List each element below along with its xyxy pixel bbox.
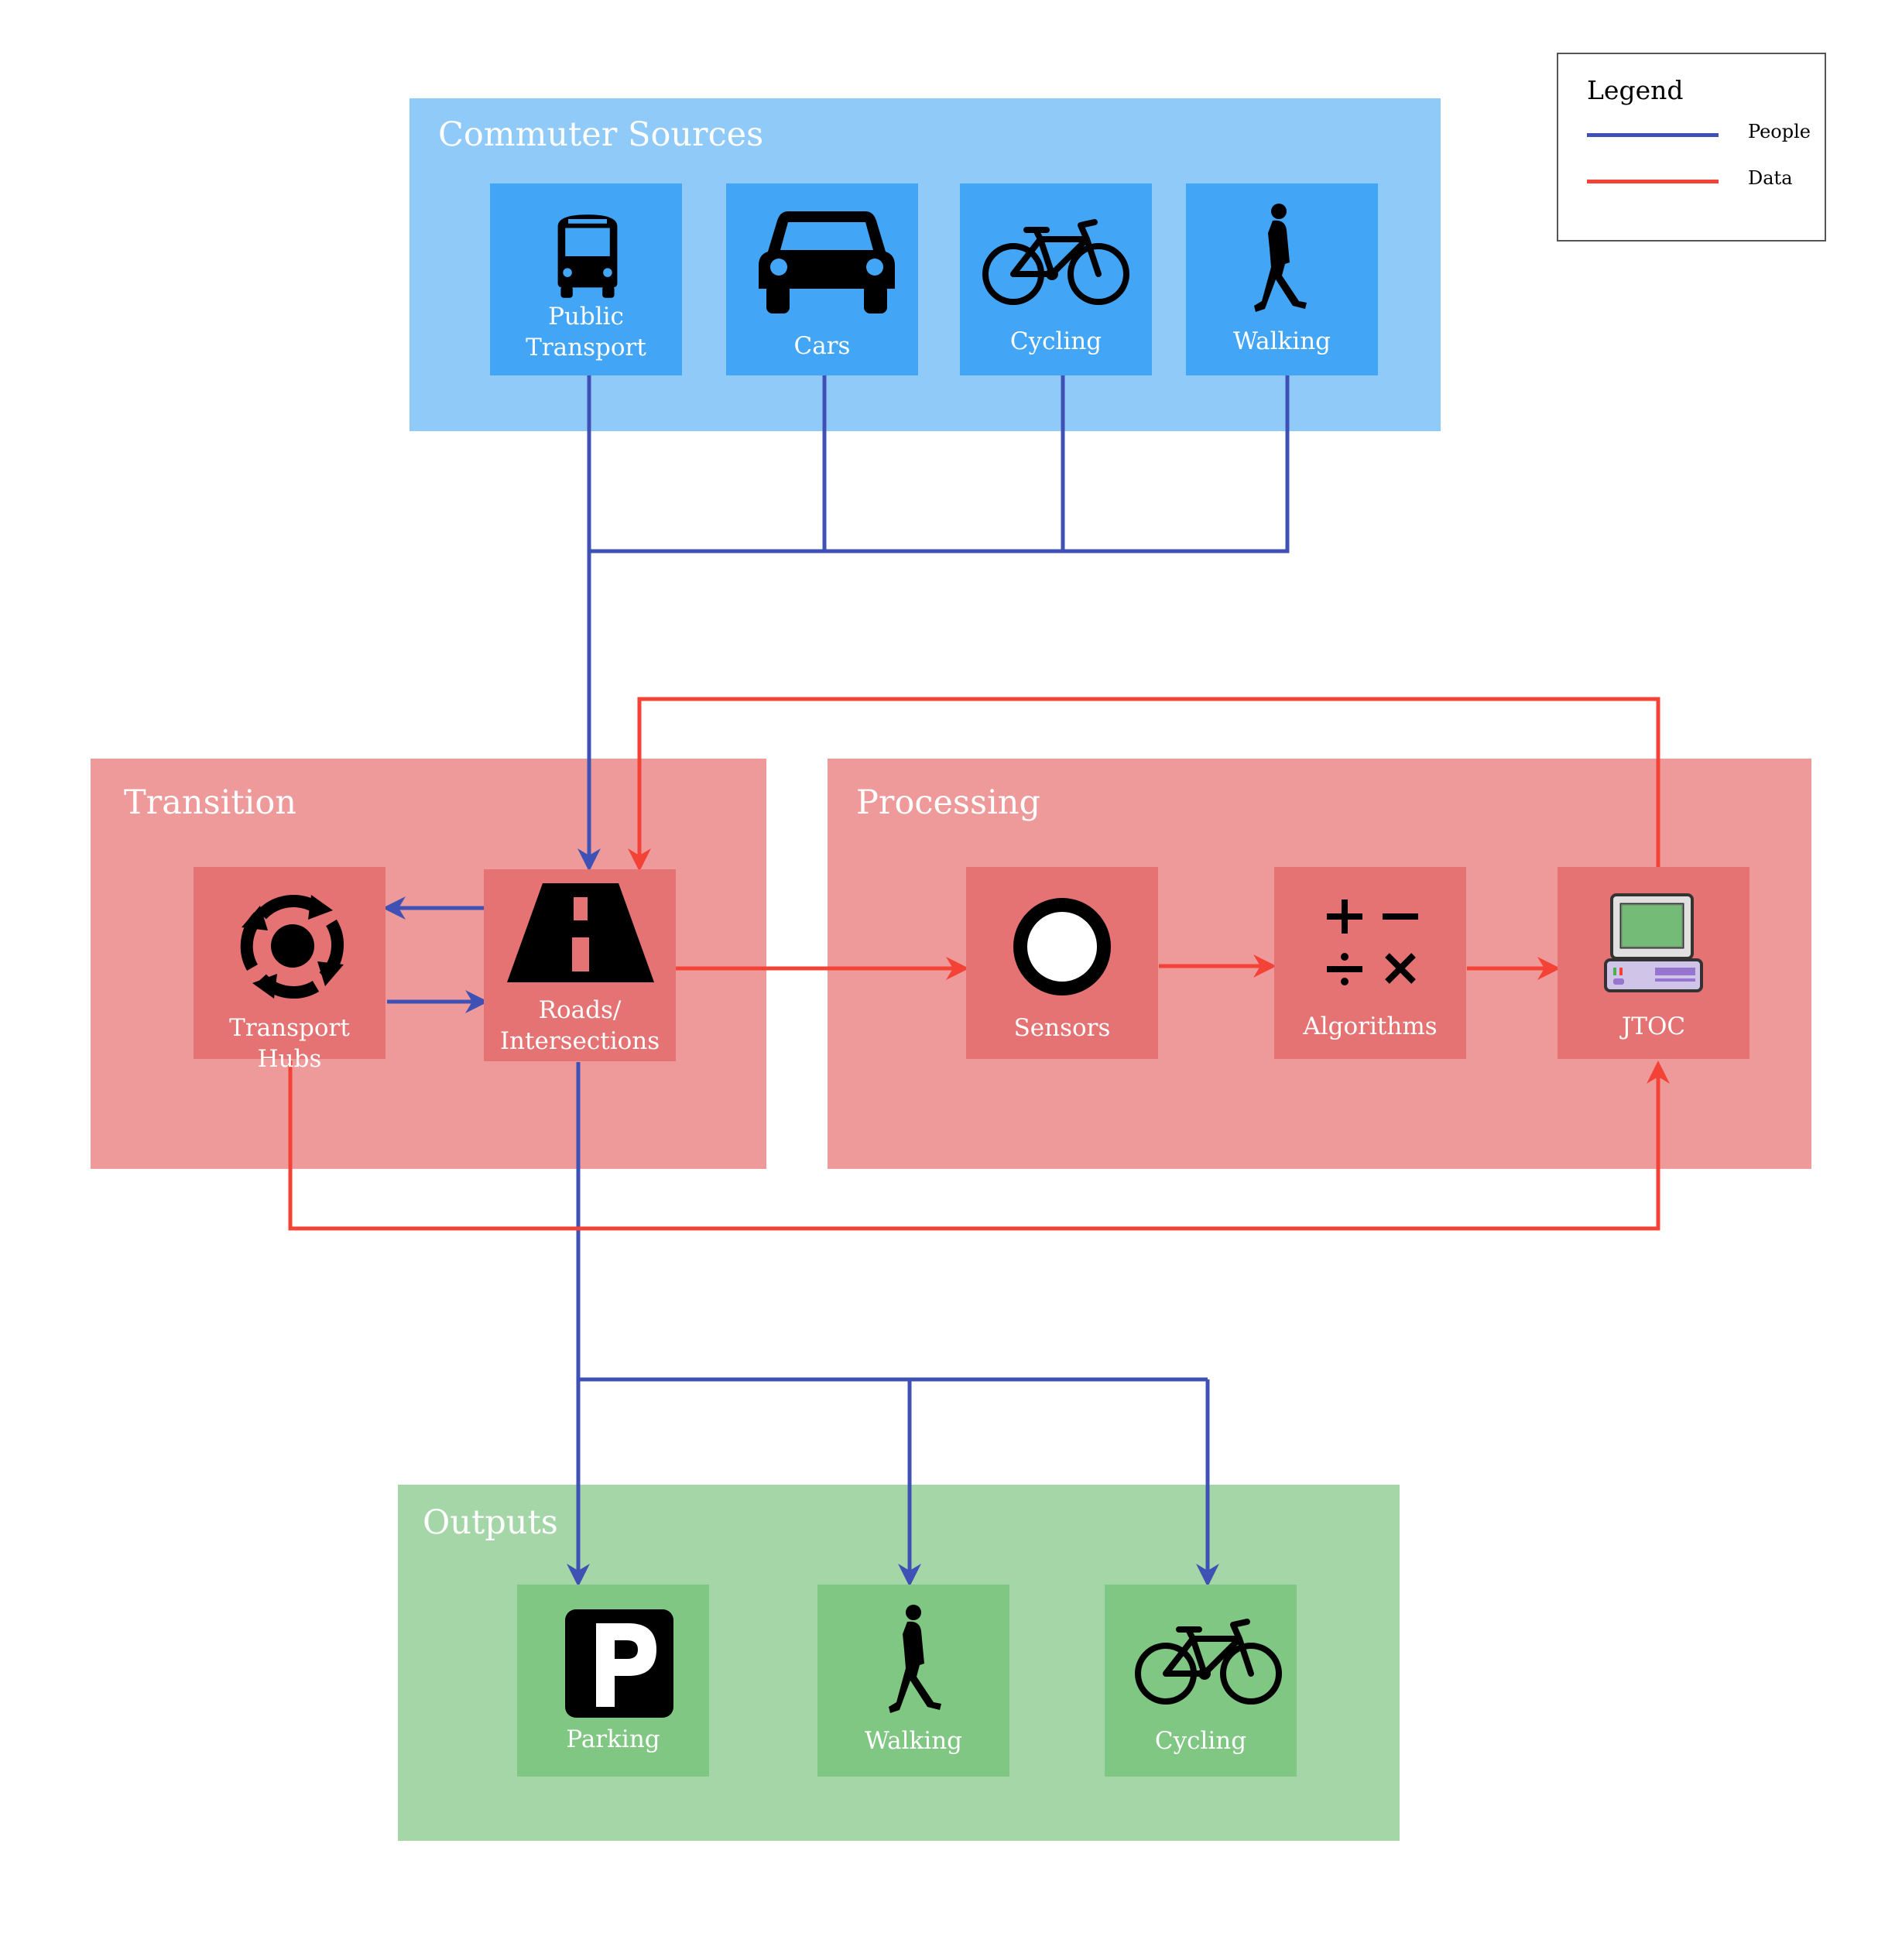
hubs-to-jtoc <box>288 1061 1670 1231</box>
group-title: Outputs <box>423 1503 558 1542</box>
legend-label: People <box>1748 121 1811 142</box>
node-label: Roads/ Intersections <box>499 996 660 1055</box>
node-label: Transport Hubs <box>229 1014 350 1073</box>
parking-icon <box>565 1609 673 1718</box>
legend-item-people: People <box>1587 119 1819 150</box>
node-label: Sensors <box>1013 1014 1111 1042</box>
legend-item-data: Data <box>1587 166 1819 197</box>
pedestrian-icon <box>1248 202 1316 318</box>
node-jtoc[interactable]: JTOC <box>1558 867 1749 1059</box>
node-cycling[interactable]: Cycling <box>960 183 1152 375</box>
node-label: JTOC <box>1621 1013 1686 1040</box>
node-label: Algorithms <box>1303 1013 1438 1040</box>
node-label: Cycling <box>1154 1727 1247 1755</box>
node-public-transport[interactable]: Public Transport <box>490 183 682 375</box>
node-label: Public Transport <box>526 303 646 362</box>
group-title: Commuter Sources <box>438 115 764 154</box>
bicycle-icon <box>978 216 1133 309</box>
node-label: Walking <box>864 1727 963 1755</box>
node-walking[interactable]: Walking <box>1186 183 1378 375</box>
node-transport-hubs[interactable]: Transport Hubs <box>194 867 386 1073</box>
node-cars[interactable]: Cars <box>726 183 918 375</box>
roundabout-icon <box>240 895 344 999</box>
jtoc-to-roads <box>628 697 1660 872</box>
math-operators-icon <box>1327 899 1418 985</box>
node-roads-intersections[interactable]: Roads/ Intersections <box>484 869 676 1061</box>
bus-icon <box>557 214 618 298</box>
node-label: Walking <box>1232 327 1331 355</box>
node-label: Parking <box>566 1725 660 1753</box>
node-parking[interactable]: Parking <box>517 1585 709 1777</box>
node-label: Cycling <box>1009 327 1102 355</box>
group-title: Transition <box>124 783 296 822</box>
group-title: Processing <box>856 783 1041 822</box>
node-cycling-output[interactable]: Cycling <box>1105 1585 1297 1777</box>
node-label: Cars <box>793 332 851 360</box>
connector-walking <box>589 375 1290 553</box>
sensor-ring-icon <box>1013 898 1111 995</box>
legend: Legend People Data <box>1557 53 1826 242</box>
computer-icon <box>1604 893 1703 992</box>
legend-line-data <box>1587 180 1719 183</box>
legend-title: Legend <box>1587 75 1684 105</box>
legend-line-people <box>1587 133 1719 137</box>
car-icon <box>759 211 895 314</box>
node-walking-output[interactable]: Walking <box>817 1585 1009 1777</box>
node-sensors[interactable]: Sensors <box>966 867 1158 1059</box>
legend-label: Data <box>1748 167 1793 189</box>
node-algorithms[interactable]: Algorithms <box>1274 867 1466 1059</box>
road-icon <box>507 883 654 982</box>
bicycle-icon <box>1131 1616 1286 1708</box>
pedestrian-icon <box>882 1603 951 1719</box>
